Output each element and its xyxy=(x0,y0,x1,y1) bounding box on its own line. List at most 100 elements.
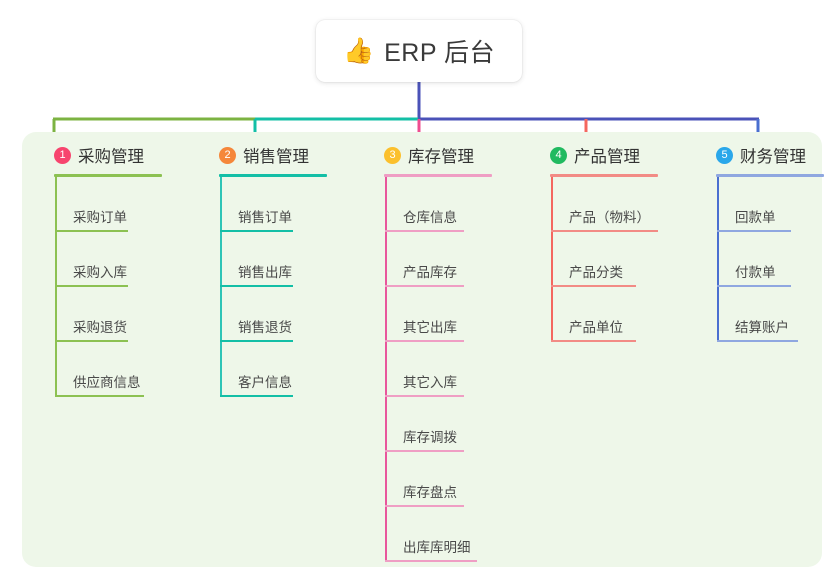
leaf-item-rule xyxy=(385,395,464,397)
column-title: 产品管理 xyxy=(574,148,640,166)
column-badge-icon: 4 xyxy=(550,146,567,164)
leaf-item-label: 销售退货 xyxy=(238,320,292,335)
leaf-item[interactable]: 产品（物料） xyxy=(534,177,658,232)
column-header-rule xyxy=(716,174,824,177)
column-title: 销售管理 xyxy=(243,148,309,166)
leaf-item-label: 其它入库 xyxy=(403,375,457,390)
leaf-item-rule xyxy=(717,285,791,287)
leaf-item-rule xyxy=(385,450,464,452)
leaf-item-label: 采购退货 xyxy=(73,320,127,335)
column-1: 1 采购管理采购订单采购入库采购退货供应商信息 xyxy=(38,143,162,397)
column-5: 5 财务管理回款单付款单结算账户 xyxy=(700,143,824,342)
column-header-rule xyxy=(54,174,162,177)
column-header-3[interactable]: 3 库存管理 xyxy=(368,143,492,167)
column-badge-icon: 3 xyxy=(384,146,401,164)
leaf-item[interactable]: 产品分类 xyxy=(534,232,658,287)
leaf-list: 回款单付款单结算账户 xyxy=(700,177,824,342)
leaf-item[interactable]: 库存盘点 xyxy=(368,452,492,507)
leaf-item-label: 产品单位 xyxy=(569,320,623,335)
column-title: 采购管理 xyxy=(78,148,144,166)
column-badge-icon: 1 xyxy=(54,146,71,164)
leaf-item-label: 付款单 xyxy=(735,265,776,280)
leaf-item[interactable]: 产品库存 xyxy=(368,232,492,287)
leaf-item-rule xyxy=(220,340,293,342)
leaf-item[interactable]: 仓库信息 xyxy=(368,177,492,232)
leaf-item-label: 销售订单 xyxy=(238,210,292,225)
column-header-rule xyxy=(384,174,492,177)
thumbs-up-icon: 👍 xyxy=(342,36,375,65)
column-header-5[interactable]: 5 财务管理 xyxy=(700,143,824,167)
leaf-item-label: 销售出库 xyxy=(238,265,292,280)
column-header-2[interactable]: 2 销售管理 xyxy=(203,143,327,167)
leaf-rail xyxy=(220,177,222,397)
leaf-item[interactable]: 供应商信息 xyxy=(38,342,162,397)
leaf-item-label: 其它出库 xyxy=(403,320,457,335)
leaf-item[interactable]: 其它出库 xyxy=(368,287,492,342)
leaf-rail xyxy=(717,177,719,342)
leaf-item-rule xyxy=(220,395,293,397)
leaf-item[interactable]: 销售出库 xyxy=(203,232,327,287)
root-node-title: ERP 后台 xyxy=(384,39,496,67)
leaf-item[interactable]: 其它入库 xyxy=(368,342,492,397)
leaf-item[interactable]: 采购订单 xyxy=(38,177,162,232)
leaf-item[interactable]: 库存调拨 xyxy=(368,397,492,452)
leaf-item-rule xyxy=(385,505,464,507)
leaf-item-label: 客户信息 xyxy=(238,375,292,390)
leaf-item-label: 产品库存 xyxy=(403,265,457,280)
leaf-item-rule xyxy=(551,230,658,232)
leaf-item-rule xyxy=(385,230,464,232)
column-header-1[interactable]: 1 采购管理 xyxy=(38,143,162,167)
leaf-item-rule xyxy=(551,285,636,287)
leaf-item[interactable]: 销售退货 xyxy=(203,287,327,342)
leaf-item-rule xyxy=(551,340,636,342)
column-header-rule xyxy=(550,174,658,177)
column-header-rule xyxy=(219,174,327,177)
column-4: 4 产品管理产品（物料） 产品分类产品单位 xyxy=(534,143,658,342)
leaf-item[interactable]: 付款单 xyxy=(700,232,824,287)
leaf-item[interactable]: 采购退货 xyxy=(38,287,162,342)
root-node[interactable]: 👍 ERP 后台 xyxy=(316,20,522,82)
leaf-rail xyxy=(55,177,57,397)
column-badge-icon: 5 xyxy=(716,146,733,164)
leaf-item[interactable]: 出库库明细 xyxy=(368,507,492,562)
leaf-list: 产品（物料） 产品分类产品单位 xyxy=(534,177,658,342)
leaf-item-label: 出库库明细 xyxy=(403,540,471,555)
leaf-item-label: 产品（物料） xyxy=(569,210,650,225)
leaf-item-rule xyxy=(717,340,798,342)
leaf-list: 采购订单采购入库采购退货供应商信息 xyxy=(38,177,162,397)
leaf-item-rule xyxy=(385,560,477,562)
leaf-item-label: 库存盘点 xyxy=(403,485,457,500)
leaf-item[interactable]: 结算账户 xyxy=(700,287,824,342)
leaf-item-label: 供应商信息 xyxy=(73,375,141,390)
leaf-item[interactable]: 采购入库 xyxy=(38,232,162,287)
column-header-4[interactable]: 4 产品管理 xyxy=(534,143,658,167)
leaf-list: 仓库信息产品库存其它出库其它入库库存调拨库存盘点出库库明细 xyxy=(368,177,492,562)
leaf-item-rule xyxy=(55,340,128,342)
leaf-item-label: 仓库信息 xyxy=(403,210,457,225)
leaf-item-rule xyxy=(220,230,293,232)
column-title: 库存管理 xyxy=(408,148,474,166)
leaf-item-rule xyxy=(385,285,464,287)
column-title: 财务管理 xyxy=(740,148,806,166)
leaf-item-label: 采购订单 xyxy=(73,210,127,225)
leaf-item-label: 结算账户 xyxy=(735,320,789,335)
leaf-item-label: 库存调拨 xyxy=(403,430,457,445)
leaf-list: 销售订单销售出库销售退货客户信息 xyxy=(203,177,327,397)
leaf-item-rule xyxy=(717,230,791,232)
leaf-item[interactable]: 客户信息 xyxy=(203,342,327,397)
leaf-rail xyxy=(551,177,553,342)
leaf-item-label: 回款单 xyxy=(735,210,776,225)
leaf-item-rule xyxy=(385,340,464,342)
leaf-item-label: 采购入库 xyxy=(73,265,127,280)
leaf-item[interactable]: 回款单 xyxy=(700,177,824,232)
column-badge-icon: 2 xyxy=(219,146,236,164)
leaf-item-rule xyxy=(55,285,128,287)
leaf-item-rule xyxy=(55,230,128,232)
leaf-rail xyxy=(385,177,387,562)
leaf-item[interactable]: 销售订单 xyxy=(203,177,327,232)
leaf-item-rule xyxy=(220,285,293,287)
leaf-item-label: 产品分类 xyxy=(569,265,623,280)
column-2: 2 销售管理销售订单销售出库销售退货客户信息 xyxy=(203,143,327,397)
leaf-item[interactable]: 产品单位 xyxy=(534,287,658,342)
